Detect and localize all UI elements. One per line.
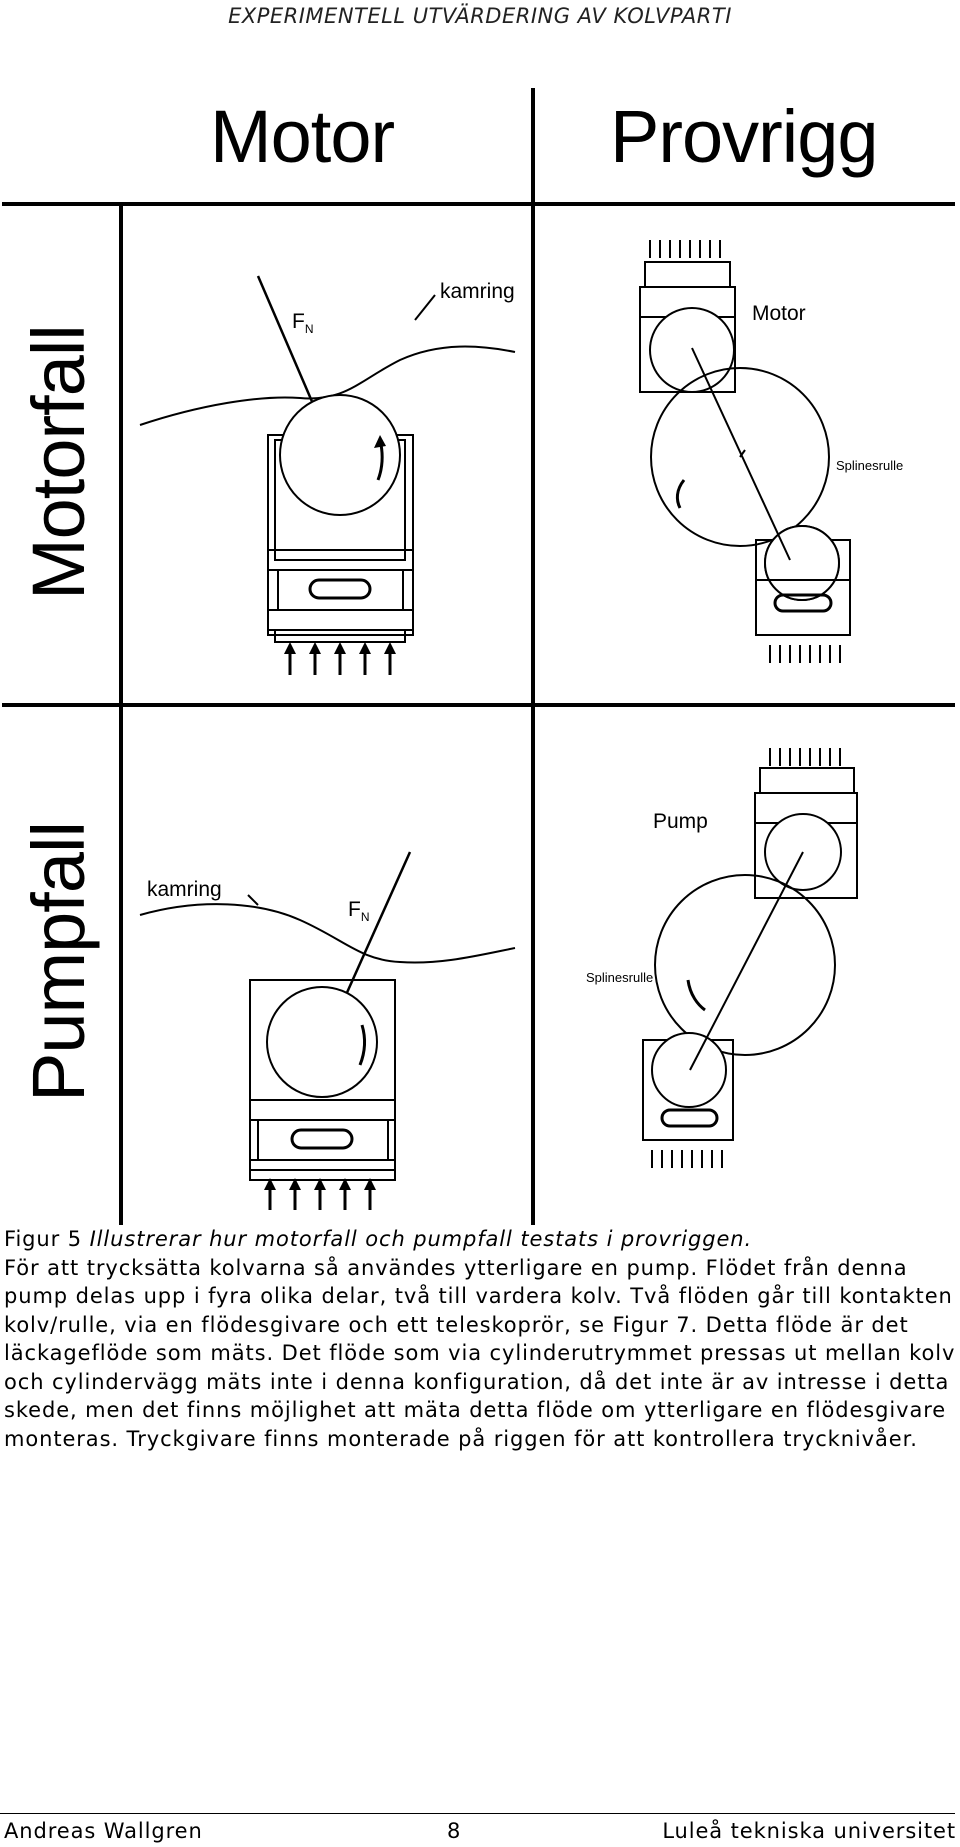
label-kamring-bottom: kamring xyxy=(147,878,222,901)
caption-figure-number: Figur 5 xyxy=(4,1227,82,1251)
figure-5: Motor Provrigg Motorfall Pumpfall kamrin… xyxy=(0,80,960,1230)
footer-divider xyxy=(0,1813,955,1814)
label-fn-bottom: FN xyxy=(348,898,370,924)
motorfall-motor-sketch xyxy=(139,275,516,675)
figure-caption: Figur 5 Illustrerar hur motorfall och pu… xyxy=(4,1225,956,1453)
footer-author: Andreas Wallgren xyxy=(4,1819,203,1843)
row-header-pumpfall: Pumpfall xyxy=(17,822,100,1102)
caption-title: Figur 5 Illustrerar hur motorfall och pu… xyxy=(4,1225,956,1254)
footer-page-number: 8 xyxy=(447,1819,462,1843)
running-header: EXPERIMENTELL UTVÄRDERING AV KOLVPARTI xyxy=(228,4,732,28)
figure-drawing xyxy=(2,88,955,1225)
fn-subscript: N xyxy=(304,322,314,337)
label-kamring-top: kamring xyxy=(440,280,515,303)
footer-institution: Luleå tekniska universitet xyxy=(662,1819,956,1843)
fn-symbol: F xyxy=(292,310,305,333)
label-fn-top: FN xyxy=(292,310,314,336)
label-motor: Motor xyxy=(752,302,806,325)
fn-symbol: F xyxy=(348,898,361,921)
label-splinesrulle-bottom: Splinesrulle xyxy=(586,970,654,985)
pumpfall-motor-sketch xyxy=(139,851,516,1210)
column-header-provrigg: Provrigg xyxy=(610,95,879,178)
label-splinesrulle-top: Splinesrulle xyxy=(836,458,904,473)
row-header-motorfall: Motorfall xyxy=(17,325,100,600)
body-paragraph: För att trycksätta kolvarna så användes … xyxy=(4,1255,956,1451)
caption-figure-text: Illustrerar hur motorfall och pumpfall t… xyxy=(89,1227,753,1251)
column-header-motor: Motor xyxy=(210,95,395,178)
pumpfall-provrigg-sketch xyxy=(642,748,858,1168)
motorfall-provrigg-sketch xyxy=(639,240,851,663)
fn-subscript: N xyxy=(360,910,370,925)
label-pump: Pump xyxy=(653,810,708,833)
